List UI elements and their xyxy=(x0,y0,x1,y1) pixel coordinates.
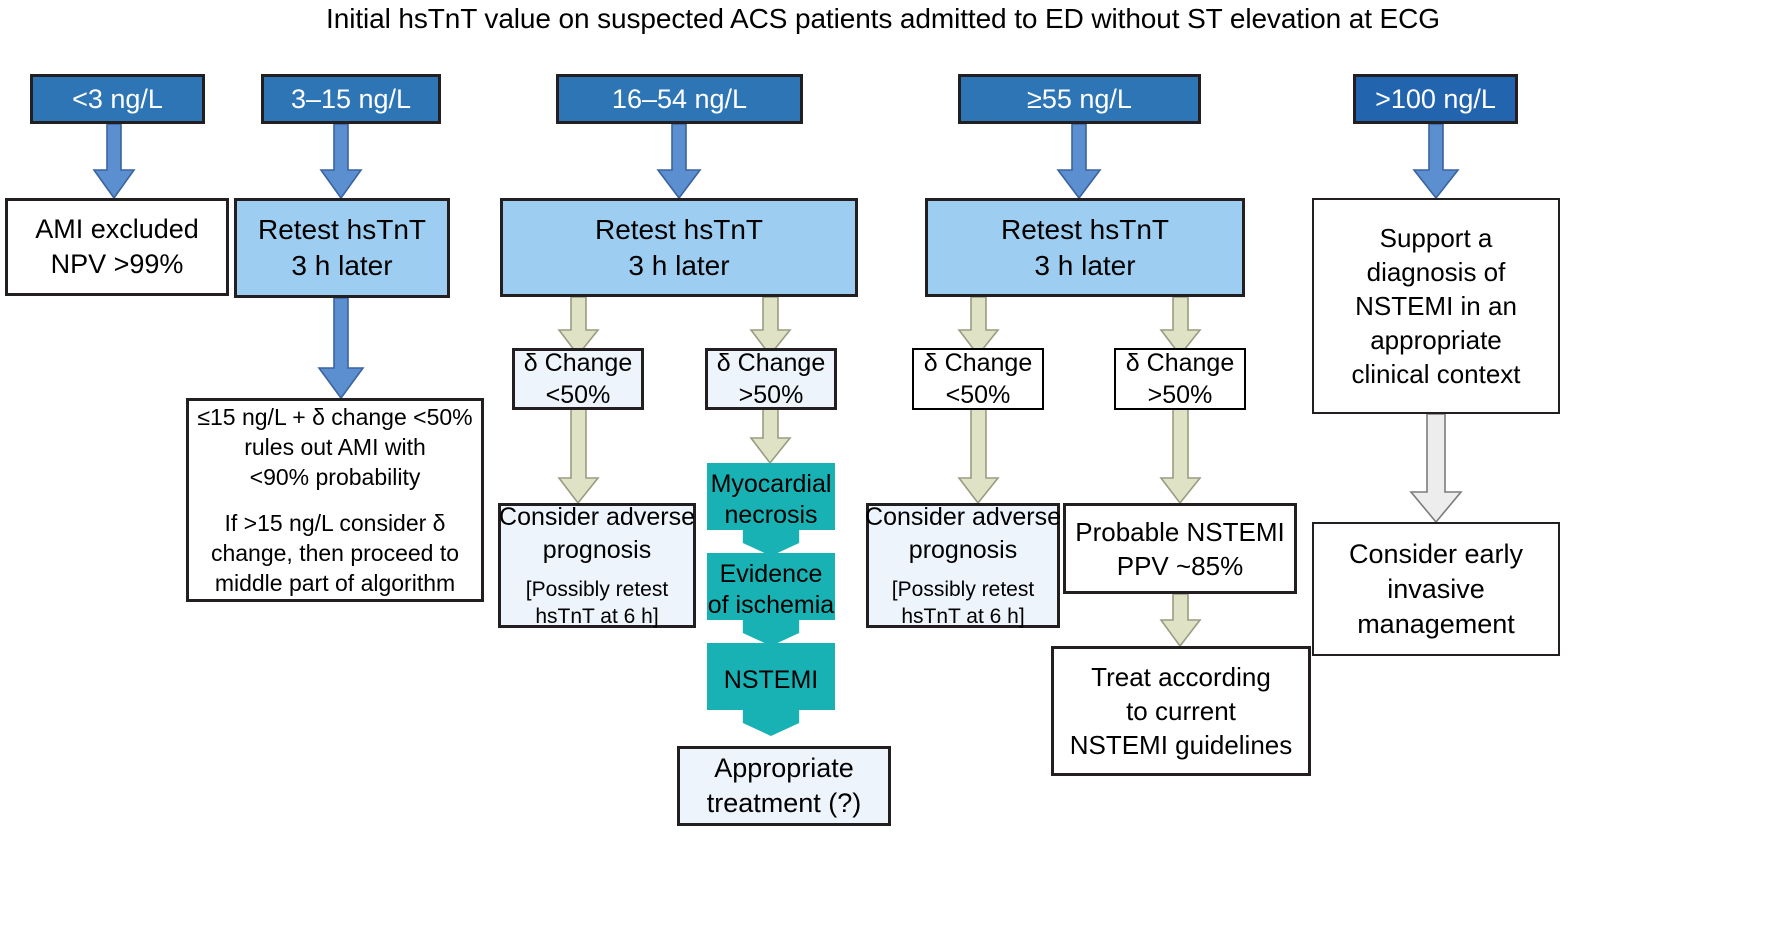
teal-evidence-of-ischemia-line2: of ischemia xyxy=(707,591,835,619)
adverse-prognosis-col3-line1: Consider adverse xyxy=(499,503,695,531)
probable-nstemi-line2: PPV ~85% xyxy=(1116,550,1244,581)
probable-nstemi-box[interactable]: Probable NSTEMI PPV ~85% xyxy=(1063,503,1297,594)
teal-evidence-of-ischemia[interactable]: Evidence of ischemia xyxy=(707,553,835,646)
probable-nstemi-line1: Probable NSTEMI xyxy=(1075,516,1285,547)
delta-change-low-col4[interactable]: δ Change <50% xyxy=(912,348,1044,410)
support-diagnosis-line3: NSTEMI in an xyxy=(1355,291,1517,321)
early-invasive-line3: management xyxy=(1357,608,1515,639)
note-box-col2[interactable]: ≤15 ng/L + δ change <50% rules out AMI w… xyxy=(186,398,484,602)
outcome-ami-excluded-line1: AMI excluded xyxy=(35,214,199,244)
adverse-prognosis-col4-line4: hsTnT at 6 h] xyxy=(901,605,1025,628)
adverse-prognosis-col3-line2: prognosis xyxy=(542,536,652,564)
level-box-2[interactable]: 3–15 ng/L xyxy=(261,74,441,124)
teal-nstemi-line1: NSTEMI xyxy=(723,666,819,694)
retest-box-col3-line1: Retest hsTnT xyxy=(594,213,764,245)
arrow-col1-level-to-outcome xyxy=(92,123,136,200)
level-box-2-label: 3–15 ng/L xyxy=(290,84,412,114)
arrow-col2-level-to-retest xyxy=(319,123,363,200)
note-box-col2-line4: If >15 ng/L consider δ xyxy=(224,510,446,536)
retest-box-col2[interactable]: Retest hsTnT 3 h later xyxy=(234,198,450,298)
delta-change-high-col3-line1: δ Change xyxy=(716,349,826,377)
delta-change-low-col3[interactable]: δ Change <50% xyxy=(512,348,644,410)
adverse-prognosis-col4-line1: Consider adverse xyxy=(865,503,1061,531)
adverse-prognosis-col4[interactable]: Consider adverse prognosis [Possibly ret… xyxy=(865,503,1061,628)
retest-box-col4-line1: Retest hsTnT xyxy=(1000,213,1170,245)
delta-change-high-col4-line1: δ Change xyxy=(1125,349,1235,377)
delta-change-low-col4-line2: <50% xyxy=(945,381,1011,409)
support-diagnosis-box[interactable]: Support a diagnosis of NSTEMI in an appr… xyxy=(1312,198,1560,414)
teal-myocardial-necrosis-line2: necrosis xyxy=(724,501,818,529)
delta-change-high-col3-line2: >50% xyxy=(738,381,804,409)
support-diagnosis-line5: clinical context xyxy=(1351,359,1521,389)
note-box-col2-line2: rules out AMI with xyxy=(244,434,426,460)
treat-guidelines-line3: NSTEMI guidelines xyxy=(1069,730,1293,760)
level-box-5[interactable]: >100 ng/L xyxy=(1353,74,1518,124)
delta-change-low-col3-line2: <50% xyxy=(545,381,611,409)
arrow-col4-probable-to-treat xyxy=(1159,593,1202,648)
level-box-3-label: 16–54 ng/L xyxy=(611,84,748,114)
teal-nstemi[interactable]: NSTEMI xyxy=(707,643,835,736)
delta-change-high-col4-line2: >50% xyxy=(1147,381,1213,409)
delta-change-high-col4[interactable]: δ Change >50% xyxy=(1114,348,1246,410)
treat-guidelines-line1: Treat according xyxy=(1091,662,1271,692)
arrow-col5-level-to-support xyxy=(1412,123,1460,200)
note-box-col2-line3: <90% probability xyxy=(249,464,421,490)
teal-myocardial-necrosis-line1: Myocardial xyxy=(710,470,832,498)
level-box-4[interactable]: ≥55 ng/L xyxy=(958,74,1201,124)
appropriate-treatment-line1: Appropriate xyxy=(714,753,854,783)
arrow-col3-delta-low-to-adverse xyxy=(557,405,600,505)
teal-myocardial-necrosis[interactable]: Myocardial necrosis xyxy=(707,463,835,556)
outcome-ami-excluded-line2: NPV >99% xyxy=(50,249,184,279)
level-box-1-label: <3 ng/L xyxy=(72,84,163,114)
arrow-col5-support-to-invasive xyxy=(1409,413,1463,524)
retest-box-col3-line2: 3 h later xyxy=(628,249,730,281)
level-box-5-label: >100 ng/L xyxy=(1375,84,1496,114)
arrow-col3-level-to-retest xyxy=(656,123,702,200)
adverse-prognosis-col4-line3: [Possibly retest xyxy=(891,578,1035,601)
arrow-col4-delta-low-to-adverse xyxy=(957,405,1000,505)
adverse-prognosis-col3-line3: [Possibly retest xyxy=(525,578,669,601)
adverse-prognosis-col4-line2: prognosis xyxy=(908,536,1018,564)
level-box-4-label: ≥55 ng/L xyxy=(1027,84,1132,114)
chart-title: Initial hsTnT value on suspected ACS pat… xyxy=(326,3,1440,34)
arrow-col3-delta-high-to-necrosis xyxy=(749,405,792,465)
support-diagnosis-line1: Support a xyxy=(1379,223,1493,253)
delta-change-high-col3[interactable]: δ Change >50% xyxy=(705,348,837,410)
note-box-col2-line6: middle part of algorithm xyxy=(214,570,456,596)
early-invasive-line1: Consider early xyxy=(1348,538,1524,569)
appropriate-treatment-line2: treatment (?) xyxy=(706,788,862,818)
treat-guidelines-box[interactable]: Treat according to current NSTEMI guidel… xyxy=(1051,646,1311,776)
early-invasive-line2: invasive xyxy=(1387,573,1485,604)
retest-box-col3[interactable]: Retest hsTnT 3 h later xyxy=(500,198,858,297)
appropriate-treatment-box[interactable]: Appropriate treatment (?) xyxy=(677,746,891,826)
retest-box-col4-line2: 3 h later xyxy=(1034,249,1136,281)
delta-change-low-col3-line1: δ Change xyxy=(523,349,633,377)
note-box-col2-line1: ≤15 ng/L + δ change <50% xyxy=(197,404,473,430)
adverse-prognosis-col3[interactable]: Consider adverse prognosis [Possibly ret… xyxy=(498,503,696,628)
note-box-col2-line5: change, then proceed to xyxy=(210,540,460,566)
early-invasive-box[interactable]: Consider early invasive management xyxy=(1312,522,1560,656)
retest-box-col2-line2: 3 h later xyxy=(291,250,393,281)
retest-box-col2-line1: Retest hsTnT xyxy=(257,214,427,245)
support-diagnosis-line4: appropriate xyxy=(1370,325,1502,355)
arrow-col2-retest-to-note xyxy=(317,297,365,400)
arrow-col4-level-to-retest xyxy=(1056,123,1102,200)
support-diagnosis-line2: diagnosis of xyxy=(1366,257,1506,287)
arrow-col4-delta-high-to-probable xyxy=(1159,405,1202,505)
level-box-1[interactable]: <3 ng/L xyxy=(30,74,205,124)
retest-box-col4[interactable]: Retest hsTnT 3 h later xyxy=(925,198,1245,297)
level-box-3[interactable]: 16–54 ng/L xyxy=(556,74,803,124)
adverse-prognosis-col3-line4: hsTnT at 6 h] xyxy=(535,605,659,628)
teal-evidence-of-ischemia-line1: Evidence xyxy=(719,560,823,588)
delta-change-low-col4-line1: δ Change xyxy=(923,349,1033,377)
outcome-ami-excluded[interactable]: AMI excluded NPV >99% xyxy=(5,198,229,296)
treat-guidelines-line2: to current xyxy=(1126,696,1236,726)
